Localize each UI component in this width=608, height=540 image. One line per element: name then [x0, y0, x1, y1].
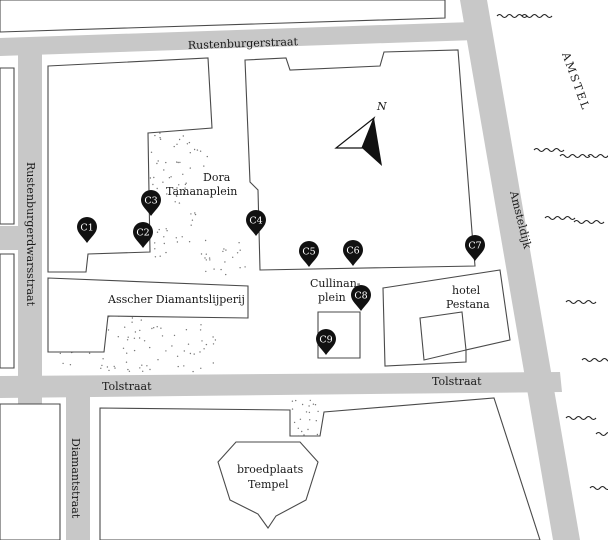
marker-c7[interactable]: C7 — [465, 235, 485, 261]
label-dora-line1: Dora — [203, 171, 231, 184]
building-west-edge — [0, 67, 15, 225]
tolstraat-road — [0, 372, 562, 398]
marker-c6-label: C6 — [346, 246, 359, 257]
label-tolstraat-west: Tolstraat — [102, 380, 152, 393]
marker-c4[interactable]: C4 — [246, 210, 266, 236]
label-hotel-line1: hotel — [452, 284, 481, 297]
amstel-water — [496, 13, 608, 491]
marker-c5[interactable]: C5 — [299, 241, 319, 267]
marker-c1-label: C1 — [80, 223, 93, 234]
building-ne-block — [244, 49, 476, 271]
marker-c6[interactable]: C6 — [343, 240, 363, 266]
label-rustenburgerdwarsstraat: Rustenburgerdwarsstraat — [24, 162, 37, 307]
marker-c5-label: C5 — [302, 247, 315, 258]
place-labels: Dora Tamanaplein Cullinan- plein hotel P… — [107, 171, 490, 491]
diamantstraat-road — [66, 394, 90, 540]
marker-c9-label: C9 — [319, 335, 332, 346]
building-west-edge-lower — [0, 253, 15, 369]
amsteldijk-road — [460, 0, 580, 540]
label-hotel-line2: Pestana — [446, 298, 490, 311]
building-west-lower — [0, 403, 61, 540]
marker-c1[interactable]: C1 — [77, 217, 97, 243]
north-arrow-icon: N — [334, 100, 387, 166]
label-rustenburgerstraat: Rustenburgerstraat — [188, 35, 299, 52]
label-cullinan-line2: plein — [318, 291, 346, 304]
label-tempel-line1: broedplaats — [237, 463, 304, 476]
label-tolstraat-east: Tolstraat — [432, 375, 482, 388]
building-hotel-inner — [419, 311, 467, 361]
building-nw-block — [47, 57, 213, 273]
side-street-stub — [0, 226, 20, 250]
map-markers[interactable]: C1 C2 C3 C4 C5 C6 C7 C8 — [77, 190, 485, 355]
label-dora-line2: Tamanaplein — [166, 185, 237, 198]
marker-c8[interactable]: C8 — [351, 285, 371, 311]
building-tempel — [217, 441, 319, 529]
marker-c2-label: C2 — [136, 228, 149, 239]
marker-c3-label: C3 — [144, 196, 157, 207]
compass-label: N — [376, 100, 387, 113]
label-diamantstraat: Diamantstraat — [69, 438, 82, 519]
building-south-block — [99, 397, 541, 540]
building-top-left-strip — [0, 0, 446, 33]
marker-c4-label: C4 — [249, 216, 262, 227]
marker-c9[interactable]: C9 — [316, 329, 336, 355]
road-network — [0, 0, 580, 540]
marker-c3[interactable]: C3 — [141, 190, 161, 216]
label-asscher: Asscher Diamantslijperij — [107, 293, 245, 306]
label-tempel-line2: Tempel — [248, 478, 289, 491]
label-amstel: AMSTEL — [559, 50, 593, 113]
label-cullinan-line1: Cullinan- — [310, 277, 361, 290]
marker-c2[interactable]: C2 — [133, 222, 153, 248]
building-asscher — [47, 277, 249, 353]
rustenburgerstraat-road — [0, 22, 476, 56]
marker-c7-label: C7 — [468, 241, 481, 252]
marker-c8-label: C8 — [354, 291, 367, 302]
